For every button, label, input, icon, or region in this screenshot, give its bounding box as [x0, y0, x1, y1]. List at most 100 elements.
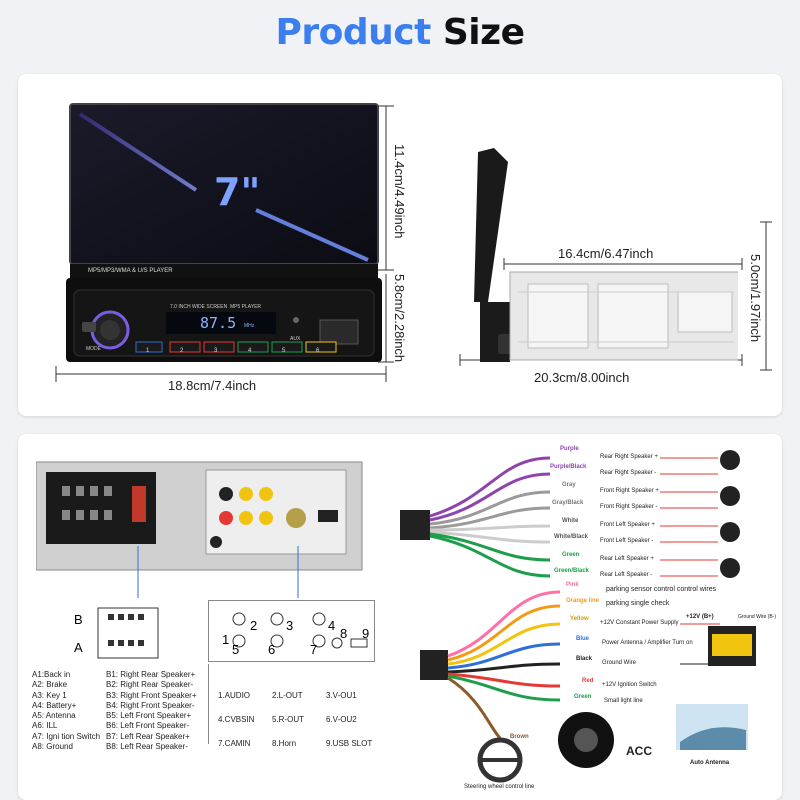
front-width-label: 18.8cm/7.4inch [168, 378, 257, 393]
port-legend-9: 9.USB SLOT [326, 739, 373, 748]
connections-card: B A 1 2 3 4 5 6 7 8 9 A1:Back in A2: Bra… [18, 434, 782, 800]
pwire-label-2: parking single check [606, 600, 670, 607]
a-pin-5: A5: Antenna [32, 711, 76, 721]
pwire-color-1: Pink [566, 582, 579, 588]
pwire-color-8: Brown [510, 734, 529, 740]
pwire-color-4: Blue [576, 636, 590, 642]
wire-label-4: Front Right Speaker - [600, 504, 658, 510]
screen-size-label: 7" [214, 170, 261, 214]
battery-label: +12V (B+) [686, 614, 714, 620]
a-pin-list: A1:Back in A2: Brake A3: Key 1 A4: Batte… [32, 670, 100, 752]
ports-diagram [208, 600, 375, 662]
title-word-product: Product [275, 12, 431, 53]
pwire-label-4: Power Antenna / Amplifier Turn on [602, 640, 693, 646]
b-pin-8: B8: Left Rear Speaker- [106, 742, 188, 752]
wire-color-2: Purple/Black [550, 464, 587, 470]
wire-label-2: Rear Right Speaker - [600, 470, 657, 476]
port-legend-4: 4.CVBSIN [218, 715, 255, 724]
port-legend-1: 1.AUDIO [218, 691, 251, 700]
wire-color-8: Green/Black [554, 568, 590, 574]
pwire-label-6: +12V Ignition Switch [602, 682, 657, 688]
a-pin-6: A6: ILL [32, 721, 58, 731]
port-5: 5 [232, 642, 240, 657]
preset-4: 4 [248, 348, 252, 354]
ground-label: Ground Wire (B-) [738, 614, 777, 620]
b-pin-3: B3: Right Front Speaker+ [106, 690, 197, 700]
b-pin-6: B6: Left Front Speaker- [106, 721, 190, 731]
wire-color-4: Gray/Black [552, 500, 584, 506]
b-pin-1: B1: Right Rear Speaker+ [106, 670, 196, 679]
wire-color-1: Purple [560, 446, 579, 452]
side-view-unit [474, 148, 738, 362]
ports-legend-box [208, 664, 374, 744]
pwire-color-6: Red [582, 678, 594, 684]
preset-labels: 1 2 3 4 5 6 [146, 348, 350, 354]
pwire-color-7: Green [574, 694, 592, 700]
display-unit: MHz [244, 323, 255, 329]
b-pin-7: B7: Left Rear Speaker+ [106, 731, 190, 741]
pwire-color-5: Black [576, 656, 593, 662]
side-total-depth-label: 20.3cm/8.00inch [534, 370, 630, 385]
mp5-label: MP5 PLAYER [230, 304, 262, 310]
preset-3: 3 [214, 348, 218, 354]
preset-5: 5 [282, 348, 286, 354]
iso-b-label: B [74, 612, 83, 627]
port-legend-5: 5.R-OUT [272, 715, 304, 724]
acc-label: ACC [626, 744, 652, 758]
preset-button-row [135, 341, 337, 353]
pwire-color-3: Yellow [570, 616, 589, 622]
wire-label-7: Rear Left Speaker + [600, 556, 654, 562]
player-label: MP5/MP3/WMA & U/S PLAYER [88, 268, 173, 274]
preset-1: 1 [146, 348, 150, 354]
wire-color-6: White/Black [554, 534, 589, 540]
wire-label-5: Front Left Speaker + [600, 522, 655, 528]
wide-screen-label: 7.0 INCH WIDE SCREEN [170, 304, 228, 310]
b-pin-2: B2: Right Rear Speaker- [106, 680, 194, 690]
dimensions-card: 7" MP5/MP3/WMA & U/S PLAYER 7.0 INCH WID… [18, 74, 782, 416]
wire-label-1: Rear Right Speaker + [600, 454, 658, 460]
page-title: Product Size [0, 12, 800, 53]
port-7: 7 [310, 642, 318, 657]
b-pin-5: B5: Left Front Speaker+ [106, 711, 192, 721]
wire-label-8: Rear Left Speaker - [600, 572, 653, 578]
b-pin-4: B4: Right Front Speaker- [106, 700, 195, 710]
rear-panel [36, 461, 363, 571]
port-1: 1 [222, 632, 230, 647]
port-9: 9 [362, 626, 370, 641]
iso-pin-diagram [97, 607, 159, 659]
title-word-size: Size [442, 12, 525, 53]
a-pin-7: A7: Igni tion Switch [32, 731, 101, 741]
wire-label-6: Front Left Speaker - [600, 538, 654, 544]
wiring-diagram [400, 450, 756, 783]
mode-label: MODE [86, 346, 101, 352]
wire-color-5: White [562, 518, 579, 524]
pwire-color-2: Orange line [566, 598, 600, 604]
iso-a-label: A [74, 640, 83, 655]
a-pin-4: A4: Battery+ [32, 700, 77, 710]
speaker-icons [720, 450, 740, 578]
port-6: 6 [268, 642, 276, 657]
a-pin-3: A3: Key 1 [32, 690, 67, 700]
port-legend-3: 3.V-OU1 [326, 691, 357, 700]
antenna-label: Auto Antenna [690, 760, 730, 766]
screen-height-label: 11.4cm/4.49inch [392, 144, 407, 239]
pwire-label-3: +12V Constant Power Supply [600, 620, 679, 626]
power-wires [447, 590, 561, 740]
aux-label: AUX [290, 336, 301, 342]
port-legend-8: 8.Horn [272, 739, 297, 748]
wire-color-7: Green [562, 552, 580, 558]
wire-color-3: Gray [562, 482, 576, 488]
wiring-labels: Purple Rear Right Speaker + Purple/Black… [390, 438, 780, 798]
b-pin-list: B1: Right Rear Speaker+ B2: Right Rear S… [106, 670, 197, 752]
side-height-label: 5.0cm/1.97inch [748, 254, 763, 343]
display-value: 87.5 [200, 314, 237, 332]
a-pin-8: A8: Ground [32, 742, 73, 752]
wire-label-3: Front Right Speaker + [600, 488, 659, 494]
preset-6: 6 [316, 348, 320, 354]
body-height-label: 5.8cm/2.28inch [392, 274, 407, 363]
port-8: 8 [340, 626, 348, 641]
pwire-label-1: parking sensor control control wires [606, 586, 717, 593]
